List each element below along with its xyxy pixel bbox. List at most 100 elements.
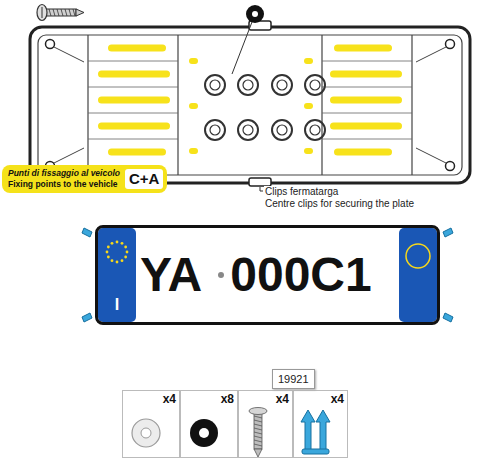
license-plate: [124, 256, 127, 259]
plate-frame: [54, 148, 84, 163]
white-washer: [132, 419, 160, 447]
yellow-slot: [108, 149, 166, 156]
screw: [254, 424, 262, 426]
license-plate: [95, 225, 440, 325]
yellow-slot: [98, 45, 402, 156]
yellow-slot: [189, 58, 198, 64]
callout-text: Fixing points to the vehicle: [8, 179, 120, 190]
black-washer: [190, 419, 218, 447]
country-band: I: [98, 228, 136, 322]
plate-frame: [249, 178, 271, 186]
screw-icon: [69, 9, 71, 16]
yellow-slot: [330, 97, 402, 104]
plate-frame: [88, 139, 178, 140]
black-washer: [190, 419, 218, 447]
plastic-clip: [301, 410, 315, 450]
black-washer: [199, 428, 209, 438]
callout-text: Punti di fissaggio al veicolo: [8, 168, 120, 179]
washer-icon: [246, 5, 264, 23]
screw: [249, 408, 267, 415]
screw-icon: [65, 9, 67, 16]
plastic-clip: [301, 410, 330, 454]
part-number: 19921: [278, 372, 309, 386]
washer-icon: [252, 11, 258, 17]
callout-code: C+A: [129, 170, 159, 188]
yellow-slot: [334, 45, 392, 52]
mounting-ring: [277, 80, 287, 90]
screw: [254, 444, 262, 446]
screw: [254, 449, 262, 457]
license-plate: [116, 261, 119, 264]
country-code: I: [115, 296, 119, 314]
plate-frame: [88, 87, 178, 88]
screw-icon: [73, 9, 75, 16]
license-plate: [124, 246, 127, 249]
license-plate: [111, 242, 114, 245]
mounting-ring: [272, 120, 292, 140]
mounting-ring: [243, 125, 253, 135]
yellow-slot: [330, 71, 402, 78]
license-plate: YA000C1I: [95, 225, 440, 325]
quantity-label: x4: [163, 393, 176, 406]
mounting-ring: [238, 75, 258, 95]
yellow-slot: [330, 123, 402, 130]
mounting-ring: [305, 120, 325, 140]
yellow-slot: [304, 103, 313, 109]
license-plate: [106, 241, 129, 264]
plate-frame: [88, 113, 178, 114]
plate-frame: [30, 27, 470, 183]
license-plate: [121, 242, 124, 245]
screw-icon: [76, 9, 84, 16]
plate-frame: [30, 21, 470, 186]
screw: [254, 413, 262, 449]
mounting-ring: [238, 120, 258, 140]
screw-icon: [42, 7, 43, 18]
plate-clip: [443, 313, 453, 322]
screw-icon: [57, 9, 59, 16]
quantity-cell: x4: [122, 390, 180, 458]
yellow-slot: [98, 71, 170, 78]
plate-clip: [82, 313, 92, 322]
plate-frame: [322, 87, 412, 88]
plate-frame: [416, 148, 446, 163]
plate-frame: [321, 35, 322, 175]
license-plate: [218, 272, 224, 278]
license-plate: [406, 244, 430, 268]
callout-code: C+A: [125, 169, 163, 189]
plate-number: YA: [140, 249, 202, 301]
license-plate: [121, 259, 124, 262]
quantity-label: x4: [276, 393, 289, 406]
yellow-slot: [108, 45, 166, 52]
screw-icon: [53, 9, 55, 16]
screw-icon: [49, 9, 51, 16]
quantity-cell: x4: [293, 390, 348, 458]
screw: [254, 416, 262, 446]
license-plate: [107, 256, 110, 259]
plate-frame: [322, 61, 412, 62]
plate-frame: [88, 61, 178, 62]
quantity-cell: x8: [180, 390, 238, 458]
mounting-ring: [305, 75, 325, 95]
leader-line: [260, 187, 263, 191]
quantity-label: x4: [331, 393, 344, 406]
yellow-slot: [189, 148, 198, 154]
screw: [254, 436, 262, 438]
plate-frame: [446, 162, 455, 171]
plate-frame: [322, 139, 412, 140]
plate-frame: [46, 40, 55, 49]
plate-clip: [82, 228, 92, 237]
screw: [254, 420, 262, 422]
plate-frame: [446, 40, 455, 49]
screw: [254, 440, 262, 442]
mounting-ring: [205, 75, 225, 95]
callout-bubble: Punti di fissaggio al veicoloFixing poin…: [2, 165, 167, 193]
plate-frame: [416, 47, 446, 62]
mounting-ring: [205, 120, 225, 140]
plate-frame: [88, 61, 412, 139]
screw-icon: [61, 9, 63, 16]
part-number-tooltip: 19921: [272, 369, 315, 389]
screw: [254, 416, 262, 418]
quantity-label: x8: [221, 393, 234, 406]
